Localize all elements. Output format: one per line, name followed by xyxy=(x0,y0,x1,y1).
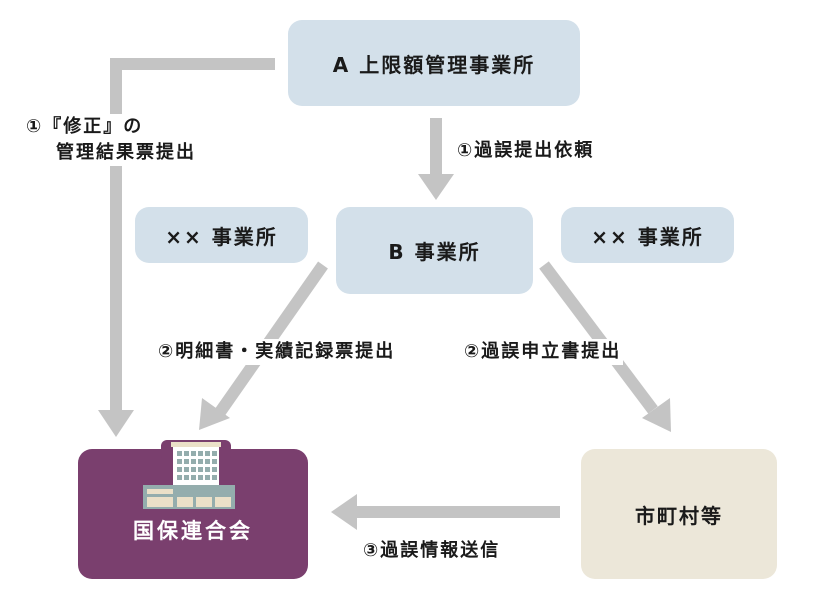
flow-label-b-to-municipality: ②過誤申立書提出 xyxy=(462,339,624,365)
flow-label-a-to-federation-line1: ①『修正』の xyxy=(26,114,144,140)
municipality-label: 市町村等 xyxy=(635,503,723,528)
building-icon xyxy=(141,440,241,512)
office-a-label: A 上限額管理事業所 xyxy=(332,52,536,77)
other-office-right-label: ×× 事業所 xyxy=(591,224,704,249)
office-b-box: B 事業所 xyxy=(336,207,533,294)
office-b-label: B 事業所 xyxy=(388,240,481,264)
arrow-b-to-municipality xyxy=(539,261,671,432)
flow-label-b-to-federation: ②明細書・実績記録票提出 xyxy=(156,339,398,365)
office-a-box: A 上限額管理事業所 xyxy=(288,20,580,106)
flow-label-a-to-b: ①過誤提出依頼 xyxy=(455,138,597,164)
flow-label-a-to-federation: ①『修正』の 管理結果票提出 xyxy=(24,114,198,166)
flow-label-a-to-federation-line2: 管理結果票提出 xyxy=(56,140,196,166)
federation-label: 国保連合会 xyxy=(133,519,253,543)
other-office-left-label: ×× 事業所 xyxy=(165,224,278,249)
arrow-a-to-federation xyxy=(98,58,275,437)
other-office-left-box: ×× 事業所 xyxy=(135,207,308,263)
arrow-a-to-b xyxy=(418,118,454,200)
arrow-municipality-to-federation xyxy=(331,494,560,530)
municipality-box: 市町村等 xyxy=(581,449,777,579)
flow-label-municipality-to-federation: ③過誤情報送信 xyxy=(361,538,503,564)
other-office-right-box: ×× 事業所 xyxy=(561,207,734,263)
